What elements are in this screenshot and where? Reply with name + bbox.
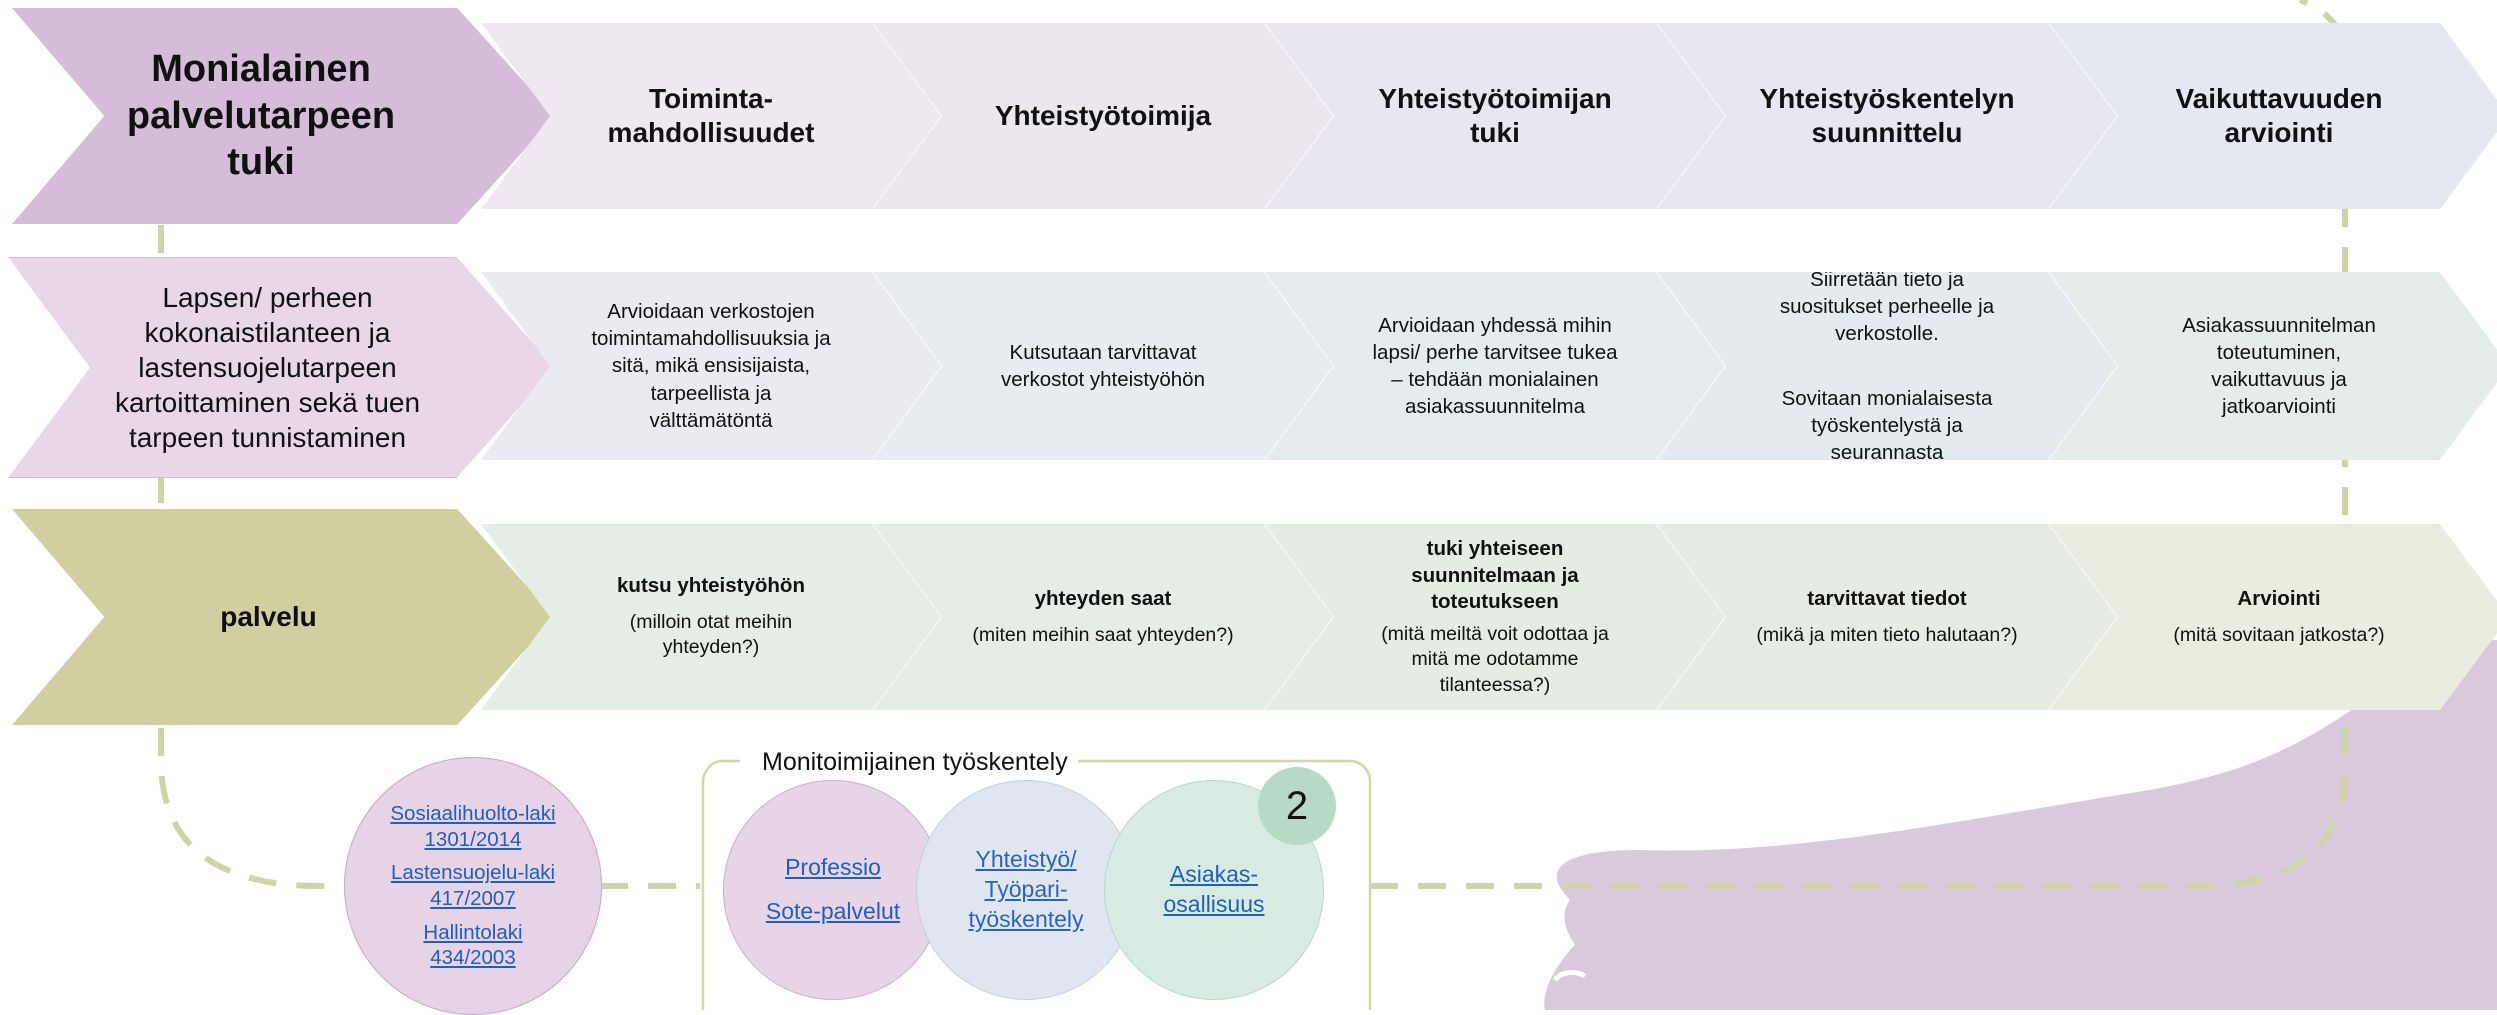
service-step-5-subtitle: (mitä sovitaan jatkosta?) [2173, 623, 2385, 646]
header-step-4-title: Yhteistyöskentelyn suunnittelu [1759, 82, 2015, 148]
header-step-4: Yhteistyöskentelyn suunnittelu [1657, 23, 2117, 209]
law-link-hallinto[interactable]: Hallintolaki 434/2003 [423, 920, 523, 970]
law-link-lastensuojelu[interactable]: Lastensuojelu-laki 417/2007 [390, 861, 556, 910]
link-asiakasosallisuus[interactable]: Asiakas- osallisuus [1163, 861, 1265, 917]
description-step-4-text-b: Sovitaan monialaisesta työskentelystä ja… [1781, 386, 1993, 464]
service-step-4-subtitle: (mikä ja miten tieto halutaan?) [1756, 623, 2018, 646]
description-step-4-text-a: Siirretään tieto ja suositukset perheell… [1779, 268, 1995, 346]
service-step-2-subtitle: (miten meihin saat yhteyden?) [972, 623, 1234, 646]
service-step-5: Arviointi (mitä sovitaan jatkosta?) [2049, 524, 2497, 710]
link-yhteistyo[interactable]: Yhteistyö/ Työpari- työskentely [968, 846, 1084, 932]
monitoimijainen-box [701, 759, 1372, 1010]
header-lead-title: Monialainen palvelutarpeen tuki [126, 48, 396, 184]
service-step-3-subtitle: (mitä meiltä voit odottaa ja mitä me odo… [1381, 622, 1609, 696]
header-step-1-title: Toiminta- mahdollisuudet [607, 82, 815, 148]
description-step-2-text: Kutsutaan tarvittavat verkostot yhteisty… [1001, 340, 1205, 391]
description-step-2: Kutsutaan tarvittavat verkostot yhteisty… [873, 272, 1333, 460]
header-step-1: Toiminta- mahdollisuudet [481, 23, 941, 209]
link-professio[interactable]: Professio [785, 854, 881, 881]
decorative-blob [1544, 640, 2497, 1010]
service-step-5-title: Arviointi [2237, 587, 2321, 610]
description-step-3-text: Arvioidaan yhdessä mihin lapsi/ perhe ta… [1372, 313, 1618, 419]
laws-circle: Sosiaalihuolto-laki 1301/2014 Lastensuoj… [344, 757, 602, 1015]
service-step-1-title: kutsu yhteistyöhön [617, 574, 805, 598]
law-link-sosiaalihuolto[interactable]: Sosiaalihuolto-laki 1301/2014 [390, 802, 556, 851]
service-step-3: tuki yhteiseen suunnitelmaan ja toteutuk… [1265, 524, 1725, 710]
header-step-2-title: Yhteistyötoimija [994, 99, 1212, 131]
header-step-3-title: Yhteistyötoimijan tuki [1378, 82, 1612, 148]
description-lead-chevron: Lapsen/ perheen kokonaistilanteen ja las… [8, 257, 555, 478]
service-step-4: tarvittavat tiedot (mikä ja miten tieto … [1657, 524, 2117, 710]
service-lead-title: palvelu [220, 600, 317, 632]
circle-yhteistyo: Yhteistyö/ Työpari- työskentely [916, 780, 1136, 1000]
description-step-3: Arvioidaan yhdessä mihin lapsi/ perhe ta… [1265, 272, 1725, 460]
header-lead-chevron: Monialainen palvelutarpeen tuki [12, 8, 555, 224]
description-step-4: Siirretään tieto ja suositukset perheell… [1657, 272, 2117, 460]
description-step-1-text: Arvioidaan verkostojen toimintamahdollis… [591, 300, 831, 432]
header-step-5: Vaikuttavuuden arviointi [2049, 23, 2497, 209]
link-sote-palvelut[interactable]: Sote-palvelut [765, 898, 901, 924]
service-step-3-title: tuki yhteiseen suunnitelmaan ja toteutuk… [1411, 537, 1579, 614]
service-step-2-title: yhteyden saat [1034, 587, 1172, 610]
service-step-4-title: tarvittavat tiedot [1807, 587, 1967, 610]
description-step-1: Arvioidaan verkostojen toimintamahdollis… [481, 272, 941, 460]
service-step-1-subtitle: (milloin otat meihin yhteyden?) [629, 610, 793, 659]
circle-professio: Professio Sote-palvelut [723, 780, 943, 1000]
header-step-2: Yhteistyötoimija [873, 23, 1333, 209]
description-step-5-text: Asiakassuunnitelman toteutuminen, vaikut… [2182, 313, 2376, 419]
badge-number: 2 [1258, 767, 1336, 845]
service-step-1: kutsu yhteistyöhön (milloin otat meihin … [481, 524, 941, 710]
description-step-5: Asiakassuunnitelman toteutuminen, vaikut… [2049, 272, 2497, 460]
header-step-3: Yhteistyötoimijan tuki [1265, 23, 1725, 209]
header-step-5-title: Vaikuttavuuden arviointi [2175, 82, 2383, 148]
service-step-2: yhteyden saat (miten meihin saat yhteyde… [873, 524, 1333, 710]
dashed-path [158, 0, 2348, 889]
monitoimijainen-title: Monitoimijainen työskentely [752, 748, 1078, 777]
description-lead-text: Lapsen/ perheen kokonaistilanteen ja las… [114, 282, 421, 453]
